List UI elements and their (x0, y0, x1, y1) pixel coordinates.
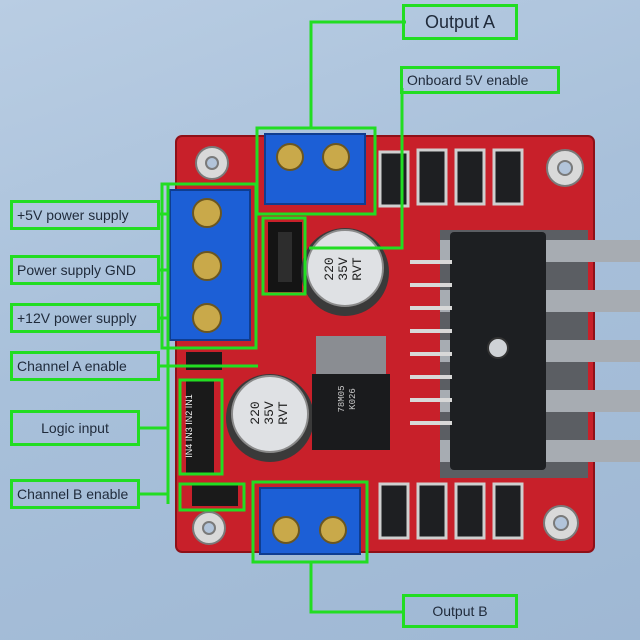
cap-top-line3: RVT (350, 257, 365, 281)
logic-header (186, 352, 238, 506)
label-output-b: Output B (402, 594, 518, 628)
label-channel-b-enable: Channel B enable (10, 479, 140, 509)
cap-bottom-line3: RVT (276, 401, 291, 425)
callout-lines (140, 20, 406, 614)
label-12v-power-supply: +12V power supply (10, 303, 160, 333)
regulator-text: 78M05 K026 (337, 367, 359, 431)
regulator-line2: K026 (348, 388, 358, 410)
diodes (378, 148, 524, 540)
terminal-power (169, 189, 251, 341)
pin-labels: IN4 IN3 IN2 IN1 (184, 394, 194, 458)
heatsink (440, 230, 640, 478)
regulator-78m05 (312, 336, 390, 450)
driver-legs (410, 260, 452, 425)
cap-bottom-line1: 220 (248, 401, 263, 425)
component-outlines (160, 126, 377, 564)
label-5v-power-supply: +5V power supply (10, 200, 160, 230)
label-channel-a-enable: Channel A enable (10, 351, 160, 381)
label-onboard-5v-enable: Onboard 5V enable (400, 66, 560, 94)
regulator-line1: 78M05 (337, 385, 347, 413)
cap-top-line1: 220 (322, 257, 337, 281)
label-power-supply-gnd: Power supply GND (10, 255, 160, 285)
capacitor-bottom-text: 220 35V RVT (248, 389, 291, 437)
terminal-output-b (259, 487, 361, 555)
jumper-5v (268, 222, 302, 292)
cap-top-line2: 35V (336, 257, 351, 281)
label-output-a: Output A (402, 4, 518, 40)
mounting-holes (192, 146, 584, 545)
capacitor-bottom (226, 374, 314, 462)
capacitor-top-text: 220 35V RVT (322, 245, 365, 293)
terminal-output-a (264, 133, 366, 205)
label-logic-input: Logic input (10, 410, 140, 446)
cap-bottom-line2: 35V (262, 401, 277, 425)
